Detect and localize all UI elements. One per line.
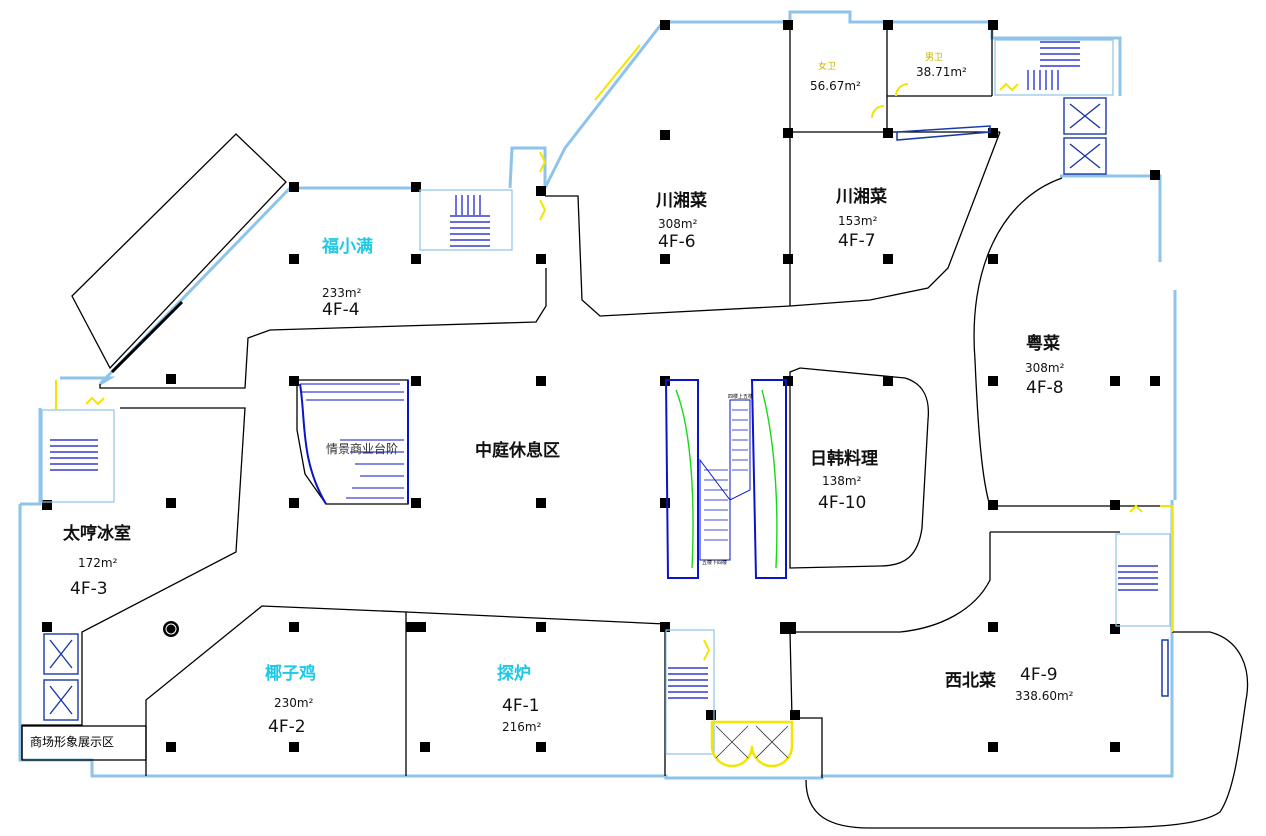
- unit-4f2-name: 椰子鸡: [265, 664, 316, 684]
- fixtures: [110, 125, 1169, 697]
- restroom-men-name: 男卫: [925, 53, 944, 63]
- escalator-up-label: 四楼上五楼: [728, 393, 753, 400]
- walls: [21, 22, 1249, 829]
- restroom-men-area: 38.71m²: [916, 65, 967, 79]
- doors: [55, 44, 1173, 661]
- unit-4f7-area: 153m²: [838, 214, 878, 228]
- unit-4f6-code: 4F-6: [658, 232, 696, 252]
- scenic-stair-label: 情景商业台阶: [326, 442, 399, 456]
- round-elevators: [710, 720, 794, 768]
- elevators: [43, 97, 1107, 721]
- unit-4f4-code: 4F-4: [322, 300, 360, 320]
- unit-4f3-code: 4F-3: [70, 579, 108, 599]
- stairs: [41, 39, 1171, 755]
- round-column: [163, 621, 179, 637]
- unit-4f8-code: 4F-8: [1026, 378, 1064, 398]
- unit-4f10-area: 138m²: [822, 474, 862, 488]
- unit-4f4-area: 233m²: [322, 286, 362, 300]
- unit-4f9-code: 4F-9: [1020, 665, 1058, 685]
- unit-4f8-name: 粤菜: [1026, 334, 1060, 354]
- unit-4f7-name: 川湘菜: [836, 187, 887, 207]
- unit-4f1-area: 216m²: [502, 720, 542, 734]
- escalator-down-label: 五楼下四楼: [702, 559, 727, 566]
- columns: [42, 20, 1160, 752]
- restroom-women-name: 女卫: [818, 62, 837, 72]
- atrium-label: 中庭休息区: [475, 441, 560, 461]
- unit-4f9-name: 西北菜: [945, 671, 996, 691]
- unit-4f9-area: 338.60m²: [1015, 689, 1074, 703]
- unit-4f2-area: 230m²: [274, 696, 314, 710]
- restroom-women-area: 56.67m²: [810, 79, 861, 93]
- unit-4f2-code: 4F-2: [268, 717, 306, 737]
- display-area-label: 商场形象展示区: [30, 735, 115, 749]
- unit-4f1-name: 探炉: [497, 664, 531, 684]
- unit-4f1-code: 4F-1: [502, 696, 540, 716]
- unit-4f3-name: 太哼冰室: [63, 524, 131, 544]
- unit-4f8-area: 308m²: [1025, 361, 1065, 375]
- unit-4f10-name: 日韩料理: [810, 449, 878, 469]
- unit-4f10-code: 4F-10: [818, 493, 867, 513]
- unit-4f6-area: 308m²: [658, 217, 698, 231]
- escalators: [664, 379, 787, 579]
- outer-wall: [18, 10, 1177, 780]
- unit-4f7-code: 4F-7: [838, 231, 876, 251]
- unit-4f4-name: 福小满: [322, 237, 373, 257]
- unit-4f6-name: 川湘菜: [656, 191, 707, 211]
- unit-4f3-area: 172m²: [78, 556, 118, 570]
